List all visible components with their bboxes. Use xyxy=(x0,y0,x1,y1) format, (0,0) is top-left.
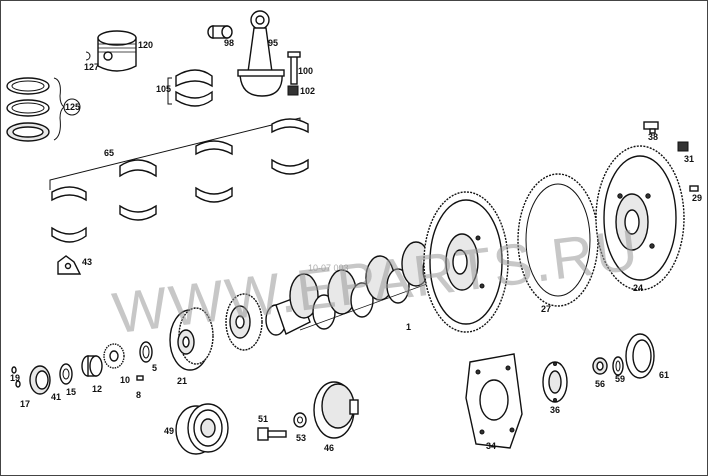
label-56: 56 xyxy=(595,379,605,389)
label-95: 95 xyxy=(268,38,278,48)
label-10: 10 xyxy=(120,375,130,385)
bearing-ring xyxy=(612,356,624,376)
label-51: 51 xyxy=(258,414,268,424)
washer-15 xyxy=(59,363,73,385)
pulley-21 xyxy=(169,307,214,371)
label-125-circle xyxy=(63,98,81,116)
connecting-rod xyxy=(237,10,285,97)
pin-19 xyxy=(11,366,17,374)
label-15: 15 xyxy=(66,387,76,397)
label-12: 12 xyxy=(92,384,102,394)
spacer-5 xyxy=(139,341,153,363)
piston-pin-clip xyxy=(85,51,91,61)
label-8: 8 xyxy=(136,390,141,400)
pin-17 xyxy=(15,380,21,388)
rear-seal xyxy=(625,333,655,379)
label-27: 27 xyxy=(541,304,551,314)
damper-cap xyxy=(313,381,359,439)
label-102: 102 xyxy=(300,86,315,96)
key-8 xyxy=(136,375,144,381)
label-31: 31 xyxy=(684,154,694,164)
flywheel-rear xyxy=(595,145,685,291)
label-46: 46 xyxy=(324,443,334,453)
label-24: 24 xyxy=(633,283,643,293)
small-end-bushing xyxy=(207,25,233,39)
spacer-12 xyxy=(81,355,103,377)
label-59: 59 xyxy=(615,374,625,384)
rod-bearing xyxy=(167,69,213,107)
vibration-damper-hub xyxy=(225,293,263,351)
flywheel-front xyxy=(423,191,509,333)
label-49: 49 xyxy=(164,426,174,436)
piston xyxy=(97,30,137,72)
label-21: 21 xyxy=(177,376,187,386)
seal-41 xyxy=(29,365,51,395)
label-17: 17 xyxy=(20,399,30,409)
crank-gear-10 xyxy=(103,343,125,369)
label-98: 98 xyxy=(224,38,234,48)
bolt-washer xyxy=(293,412,307,428)
rod-bolt xyxy=(287,51,301,85)
watermark-small-text: 10-07 003 xyxy=(308,263,349,273)
piston-rings xyxy=(6,77,50,142)
label-65: 65 xyxy=(104,148,114,158)
pilot-bearing xyxy=(592,357,608,375)
belt-pulley-49 xyxy=(175,403,229,455)
label-1: 1 xyxy=(406,322,411,332)
label-41: 41 xyxy=(51,392,61,402)
label-5: 5 xyxy=(152,363,157,373)
label-34: 34 xyxy=(486,441,496,451)
label-19: 19 xyxy=(10,373,20,383)
label-125: 125 xyxy=(65,102,80,112)
label-61: 61 xyxy=(659,370,669,380)
label-43: 43 xyxy=(82,257,92,267)
label-100: 100 xyxy=(298,66,313,76)
label-127: 127 xyxy=(84,62,99,72)
label-38: 38 xyxy=(648,132,658,142)
seal-carrier xyxy=(542,361,568,403)
label-120: 120 xyxy=(138,40,153,50)
label-105: 105 xyxy=(156,84,171,94)
flywheel-bolt xyxy=(643,121,659,134)
rod-nut xyxy=(287,85,299,96)
main-bearing-shells xyxy=(51,118,309,243)
center-bolt xyxy=(257,427,287,441)
label-36: 36 xyxy=(550,405,560,415)
dowel-pin xyxy=(689,185,699,192)
rear-cover-plate xyxy=(465,353,523,449)
label-53: 53 xyxy=(296,433,306,443)
thrust-washer xyxy=(57,255,82,275)
flywheel-bolt-small xyxy=(677,141,689,152)
label-29: 29 xyxy=(692,193,702,203)
